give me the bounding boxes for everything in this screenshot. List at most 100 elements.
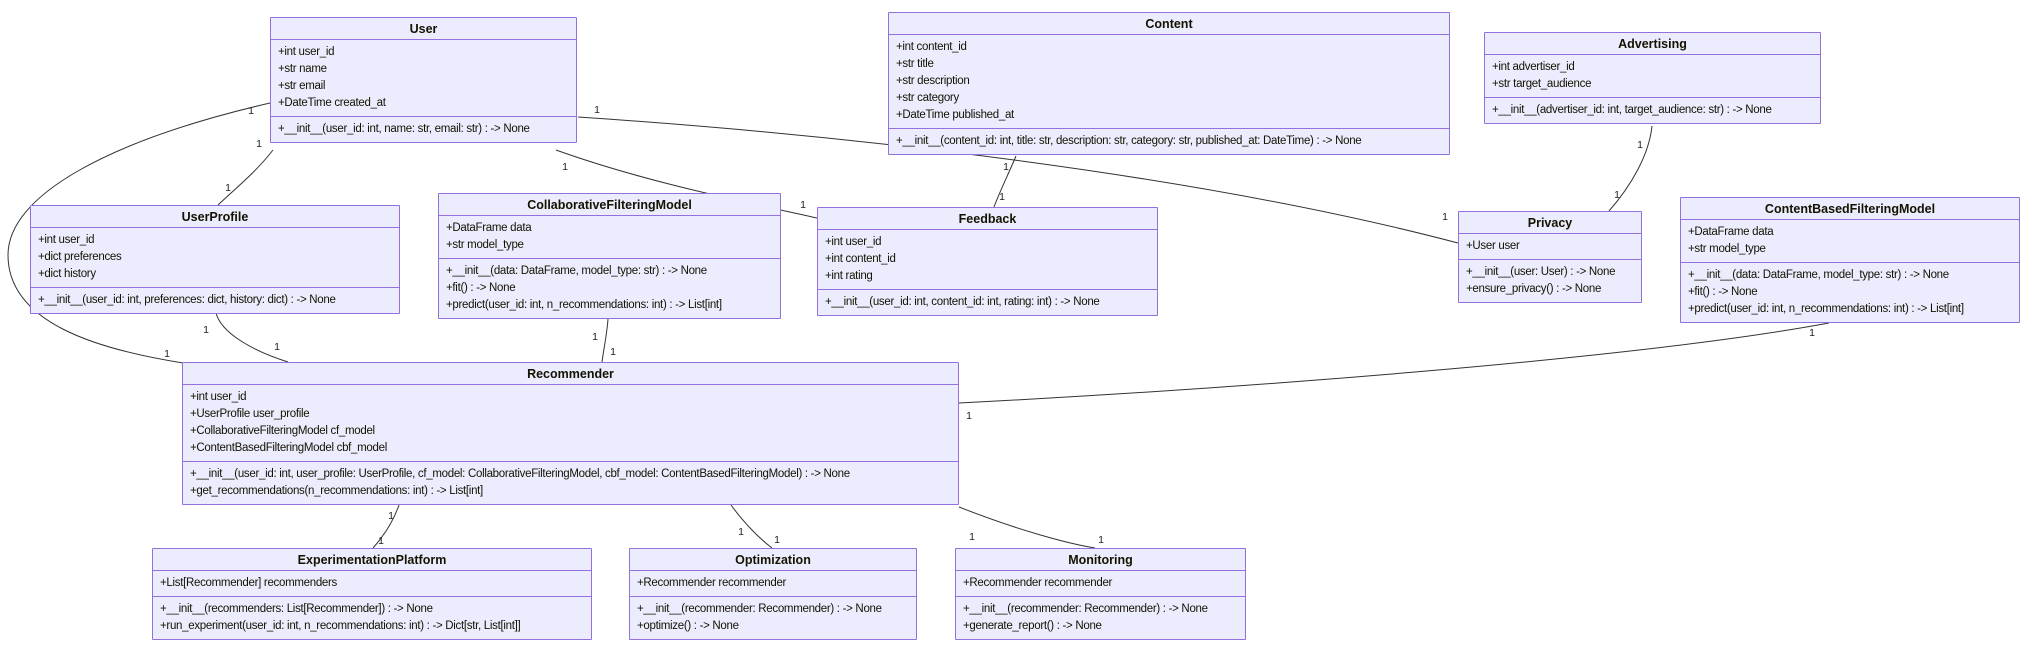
class-methods-experimentation: +__init__(recommenders: List[Recommender… [153,597,591,639]
class-experimentation[interactable]: ExperimentationPlatform +List[Recommender… [152,548,592,640]
class-attributes-cfm: +DataFrame data+str model_type [439,216,780,259]
multiplicity-label: 1 [594,104,600,116]
class-methods-monitoring: +__init__(recommender: Recommender) : ->… [956,597,1245,639]
class-userprofile[interactable]: UserProfile +int user_id +dict preferences… [30,205,400,314]
class-methods-optimization: +__init__(recommender: Recommender) : ->… [630,597,916,639]
class-title-userprofile: UserProfile [31,206,399,228]
class-advertising[interactable]: Advertising+int advertiser_id+str target… [1484,32,1821,124]
attribute-line: +CollaborativeFilteringModel cf_model [190,425,375,437]
class-attributes-recommender: +int user_id+UserProfile user_profile+Co… [183,385,958,462]
multiplicity-label: 1 [203,324,209,336]
class-title-user: User [271,18,576,40]
class-methods-userprofile: +__init__(user_id: int, preferences: dic… [31,288,399,313]
class-attributes-cbfm: +DataFrame data+str model_type [1681,220,2019,263]
multiplicity-label: 1 [225,182,231,194]
class-methods-content: +__init__(content_id: int, title: str, d… [889,129,1449,154]
multiplicity-label: 1 [774,534,780,546]
class-title-cbfm: ContentBasedFilteringModel [1681,198,2019,220]
attribute-line: +User user [1466,240,1520,252]
multiplicity-label: 1 [999,191,1005,203]
method-line: +__init__(recommender: Recommender) : ->… [963,603,1208,615]
attribute-line: +UserProfile user_profile [190,408,310,420]
class-methods-privacy: +__init__(user: User) : -> None+ensure_p… [1459,260,1641,302]
class-cfm[interactable]: CollaborativeFilteringModel+DataFrame da… [438,193,781,319]
multiplicity-label: 1 [164,348,170,360]
class-privacy[interactable]: Privacy +User user +__init__(user: User) :… [1458,211,1642,303]
relationship-edge-collaborativefilteringmodel-recommender [601,318,609,363]
attribute-line: +DateTime published_at [896,109,1014,121]
class-monitoring[interactable]: Monitoring+Recommender recommender+__ini… [955,548,1246,640]
class-title-cfm: CollaborativeFilteringModel [439,194,780,216]
method-line: +ensure_privacy() : -> None [1466,283,1602,295]
relationship-edge-user-recommender [7,102,271,364]
multiplicity-label: 1 [969,531,975,543]
method-line: +__init__(advertiser_id: int, target_aud… [1492,104,1772,116]
class-attributes-advertising: +int advertiser_id+str target_audience [1485,55,1820,98]
attribute-line: +int user_id [38,234,95,246]
class-cbfm[interactable]: ContentBasedFilteringModel+DataFrame dat… [1680,197,2020,323]
multiplicity-label: 1 [1098,534,1104,546]
method-line: +predict(user_id: int, n_recommendations… [446,299,722,311]
multiplicity-label: 1 [610,346,616,358]
method-line: +get_recommendations(n_recommendations: … [190,485,483,497]
class-attributes-feedback: +int user_id+int content_id+int rating [818,230,1157,290]
class-content[interactable]: Content+int content_id+str title+str des… [888,12,1450,155]
class-title-privacy: Privacy [1459,212,1641,234]
class-attributes-user: +int user_id +str name +str email +DateTime… [271,40,576,117]
attribute-line: +str description [896,75,970,87]
multiplicity-label: 1 [248,105,254,117]
multiplicity-label: 1 [562,161,568,173]
multiplicity-label: 1 [738,526,744,538]
multiplicity-label: 1 [256,138,262,150]
class-methods-recommender: +__init__(user_id: int, user_profile: Us… [183,462,958,504]
attribute-line: +DateTime created_at [278,97,386,109]
method-line: +__init__(user_id: int, user_profile: Us… [190,468,850,480]
class-recommender[interactable]: Recommender+int user_id+UserProfile user… [182,362,959,505]
class-title-recommender: Recommender [183,363,958,385]
multiplicity-label: 1 [388,510,394,522]
multiplicity-label: 1 [800,199,806,211]
multiplicity-label: 1 [274,341,280,353]
attribute-line: +str name [278,63,327,75]
attribute-line: +List[Recommender] recommenders [160,577,338,589]
class-methods-cfm: +__init__(data: DataFrame, model_type: s… [439,259,780,318]
class-title-feedback: Feedback [818,208,1157,230]
attribute-line: +str email [278,80,326,92]
attribute-line: +DataFrame data [1688,226,1774,238]
multiplicity-label: 1 [1637,139,1643,151]
method-line: +fit() : -> None [1688,286,1758,298]
attribute-line: +str model_type [446,239,524,251]
class-methods-feedback: +__init__(user_id: int, content_id: int,… [818,290,1157,315]
relationship-edge-advertising-privacy [1608,125,1653,212]
class-attributes-monitoring: +Recommender recommender [956,571,1245,597]
attribute-line: +Recommender recommender [963,577,1113,589]
multiplicity-label: 1 [1003,161,1009,173]
method-line: +fit() : -> None [446,282,516,294]
attribute-line: +str title [896,58,934,70]
method-line: +generate_report() : -> None [963,620,1102,632]
attribute-line: +dict preferences [38,251,122,263]
relationship-edge-contentbasedfilteringmodel-recommender [958,322,1830,404]
class-title-content: Content [889,13,1449,35]
class-optimization[interactable]: Optimization+Recommender recommender+__i… [629,548,917,640]
class-feedback[interactable]: Feedback+int user_id+int content_id+int … [817,207,1158,316]
class-attributes-content: +int content_id+str title+str descriptio… [889,35,1449,129]
relationship-edge-user-userprofile [217,149,274,206]
attribute-line: +int advertiser_id [1492,61,1575,73]
class-attributes-userprofile: +int user_id+dict preferences+dict histo… [31,228,399,288]
class-methods-cbfm: +__init__(data: DataFrame, model_type: s… [1681,263,2019,322]
relationship-edge-user-privacy [577,116,1459,244]
attribute-line: +str category [896,92,959,104]
class-attributes-experimentation: +List[Recommender] recommenders [153,571,591,597]
attribute-line: +int user_id [278,46,335,58]
relationship-edge-userprofile-recommender [215,312,289,363]
method-line: +__init__(user_id: int, content_id: int,… [825,296,1100,308]
multiplicity-label: 1 [966,410,972,422]
class-user[interactable]: User +int user_id +str name +str email +Date… [270,17,577,143]
class-title-experimentation: ExperimentationPlatform [153,549,591,571]
attribute-line: +int rating [825,270,873,282]
method-line: +__init__(data: DataFrame, model_type: s… [1688,269,1949,281]
multiplicity-label: 1 [1614,189,1620,201]
method-line: +__init__(user_id: int, name: str, email… [278,123,530,135]
